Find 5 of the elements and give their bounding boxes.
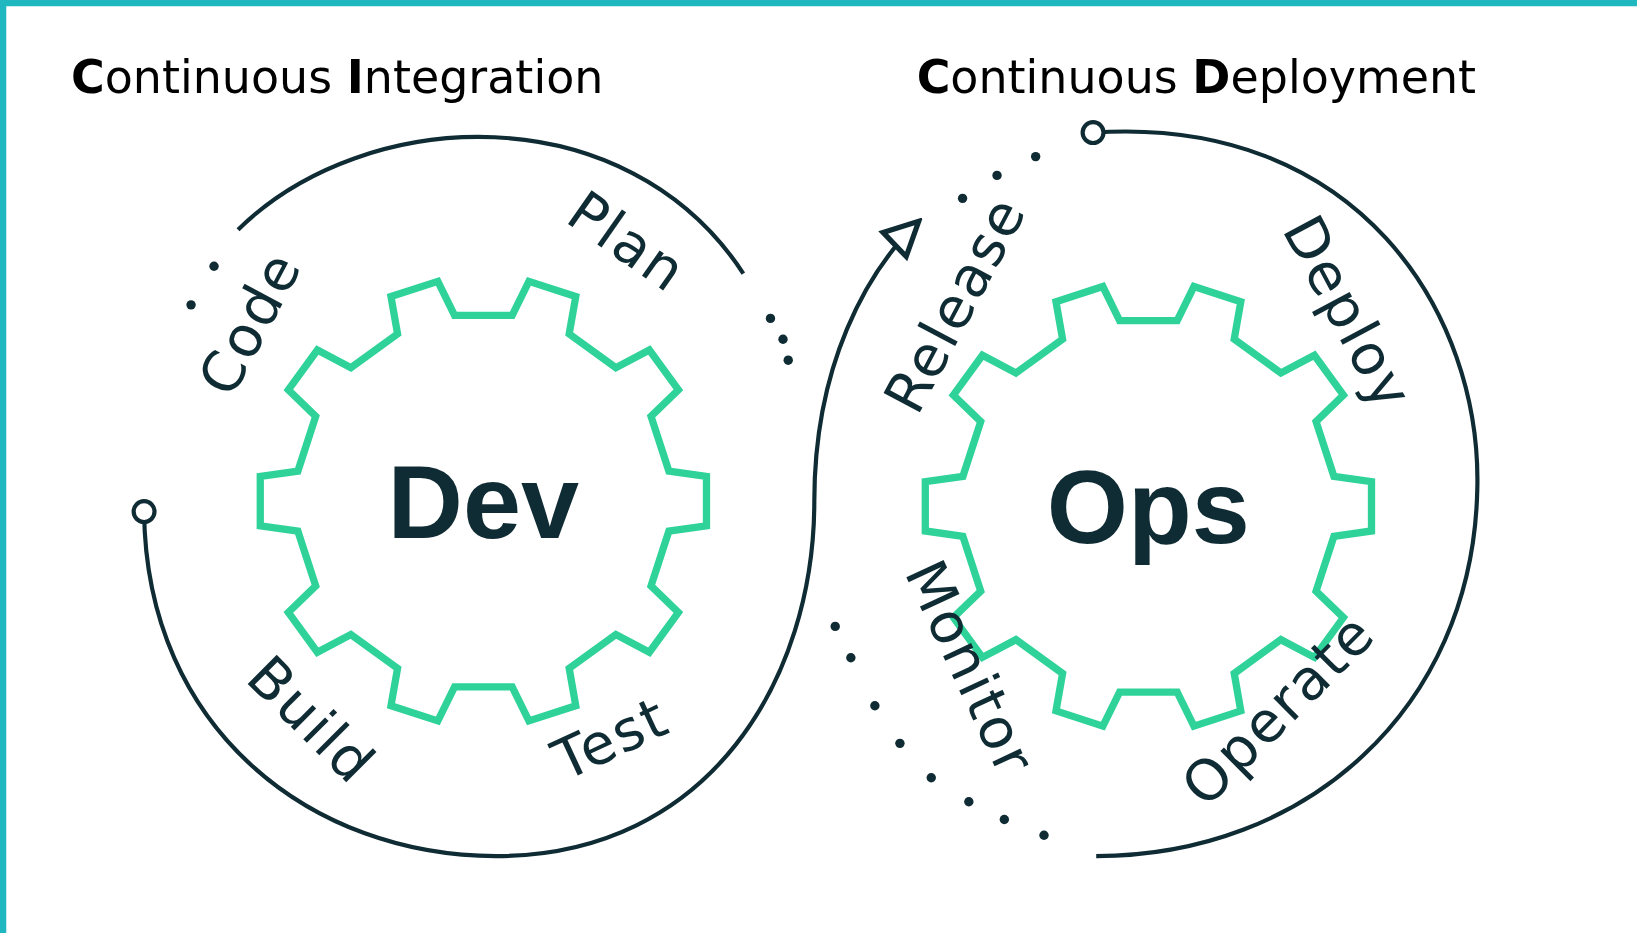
gear-label: Dev [387, 441, 580, 562]
gear-label: Ops [1046, 446, 1250, 567]
section-heading: Continuous Integration [71, 54, 604, 101]
stage-label: Test [544, 688, 677, 790]
section-heading: Continuous Deployment [916, 54, 1477, 101]
